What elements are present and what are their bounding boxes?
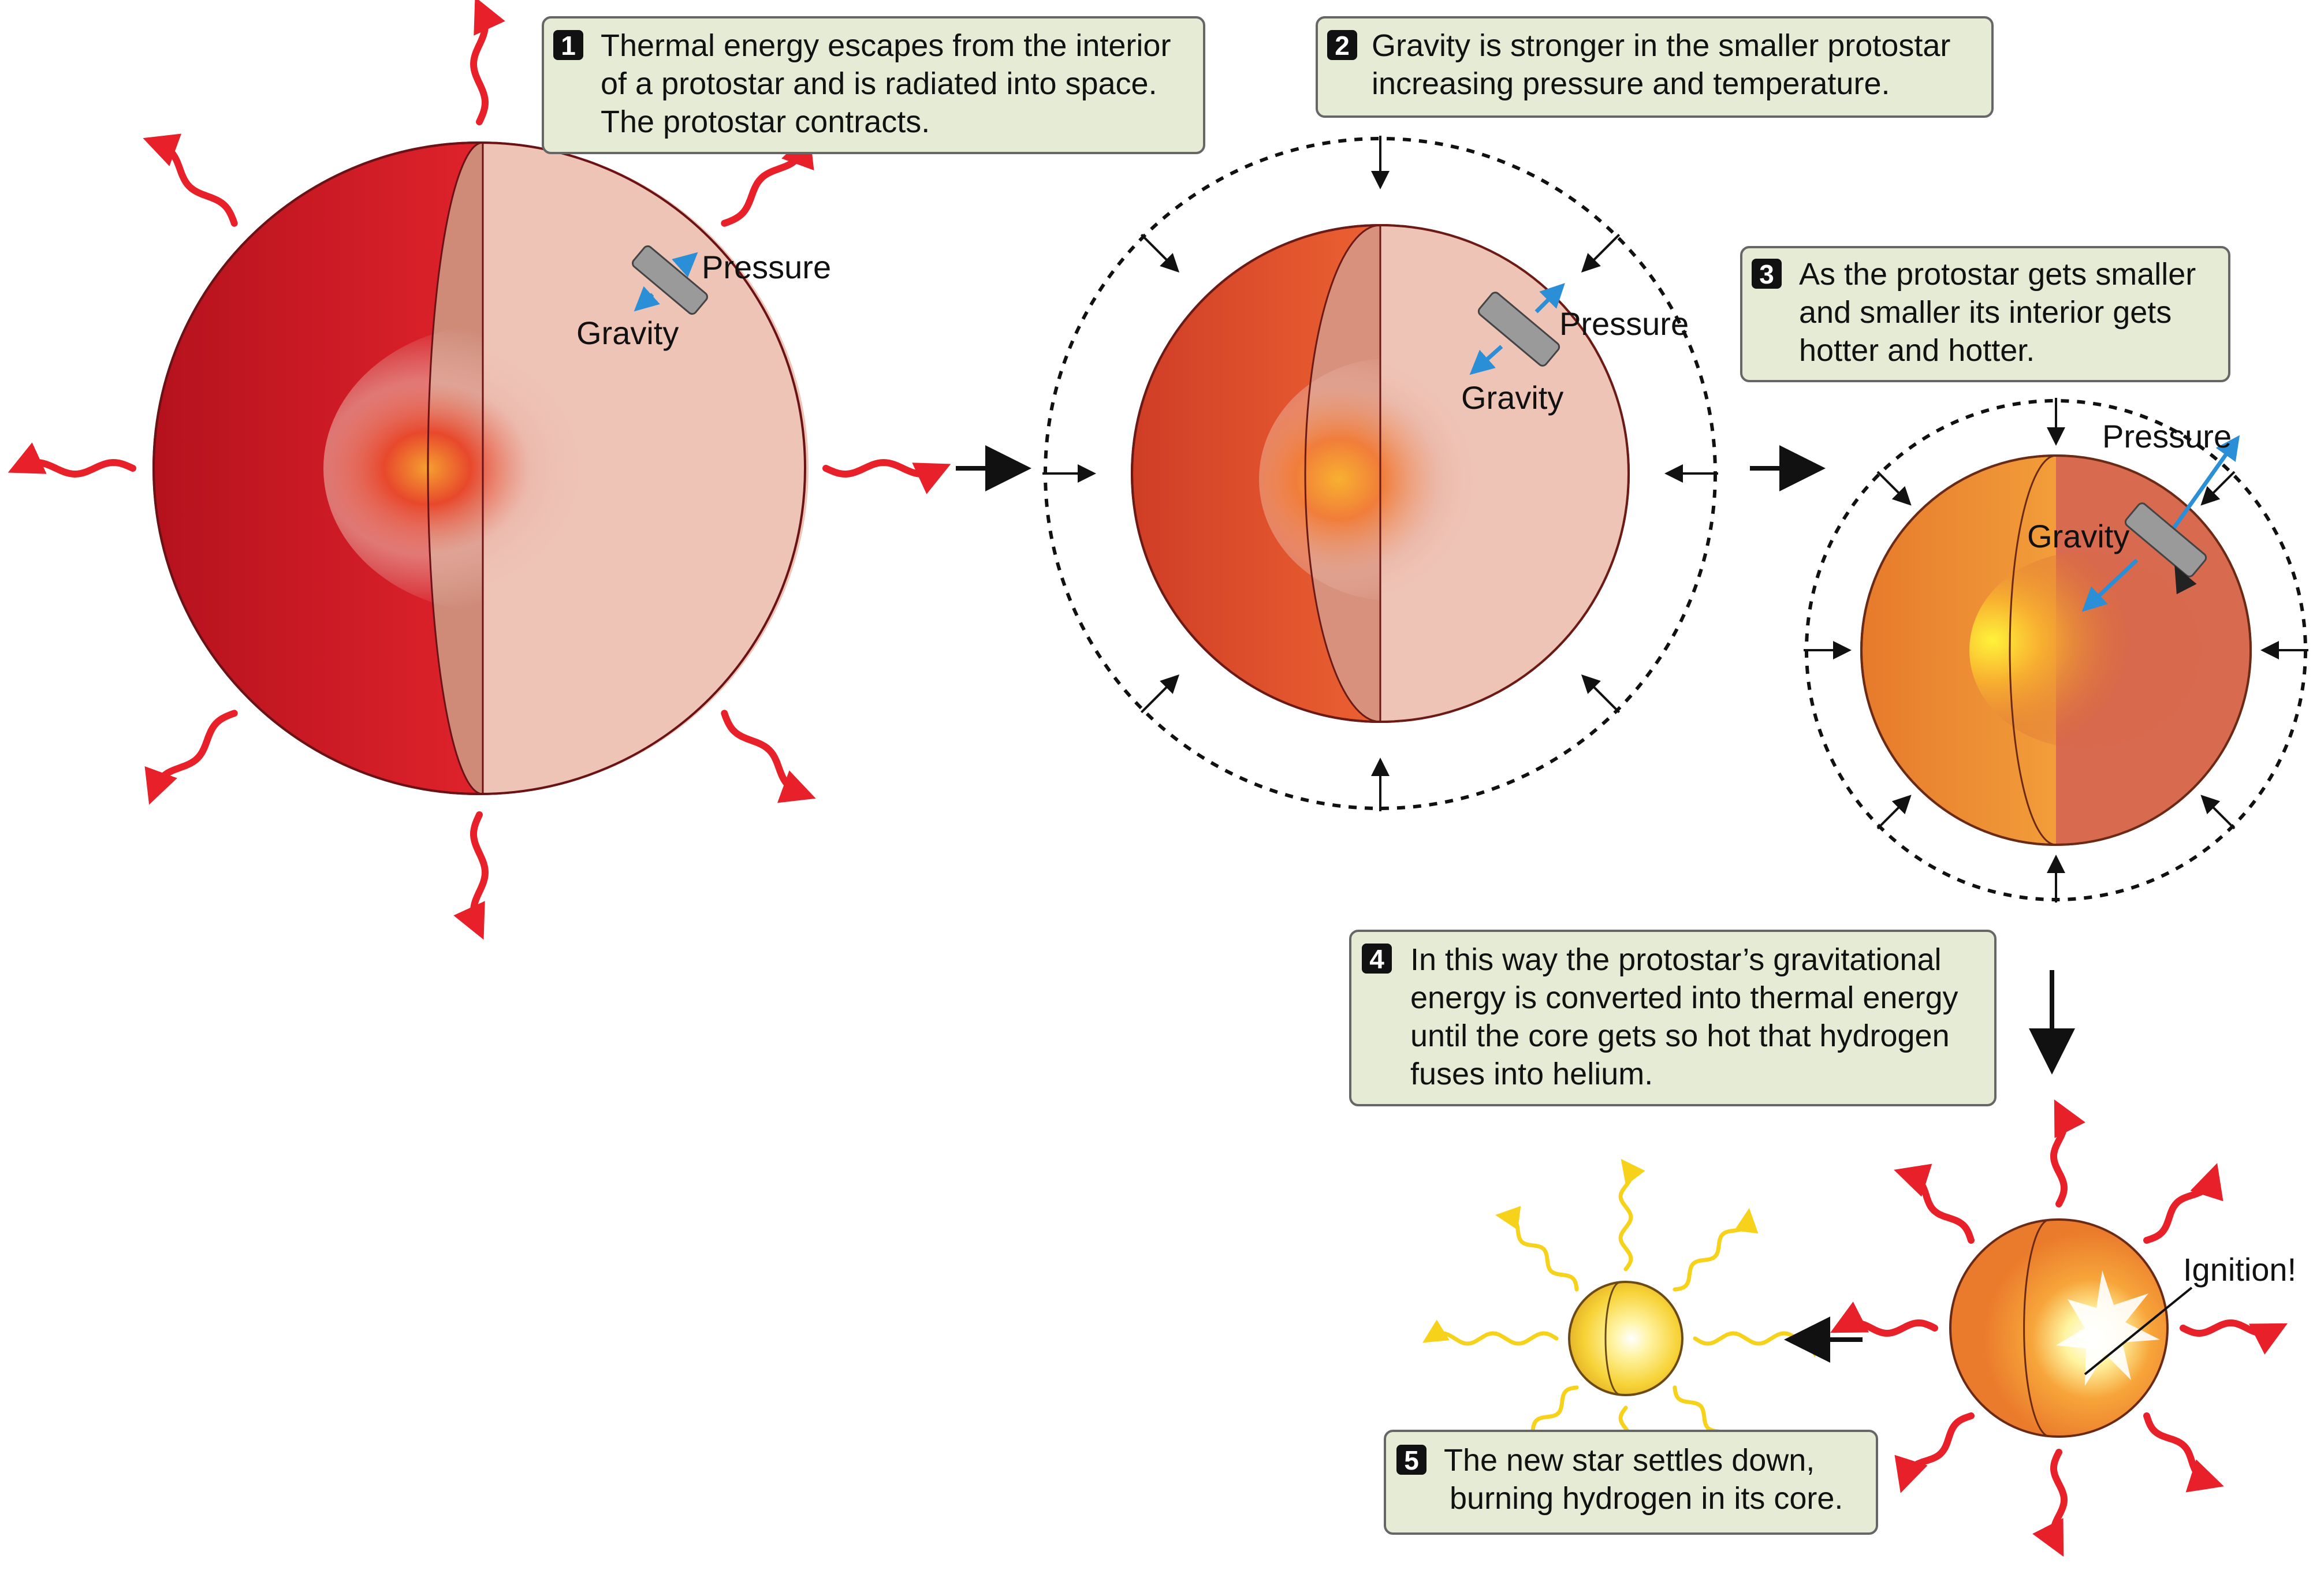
- step-4-line-1: In this way the protostar’s gravitationa…: [1410, 942, 1941, 977]
- inward-arrow: [1141, 234, 1176, 269]
- step-box-4: 4 In this way the protostar’s gravitatio…: [1350, 931, 1995, 1105]
- light-ray: [1429, 1333, 1556, 1344]
- gravity-label-1: Gravity: [576, 315, 679, 351]
- step-3-line-3: hotter and hotter.: [1799, 333, 2035, 368]
- step-number-1: 1: [561, 31, 576, 61]
- radiation-arrow: [2183, 1323, 2278, 1333]
- step-box-3: 3 As the protostar gets smaller and smal…: [1741, 247, 2229, 381]
- radiation-arrow: [17, 463, 133, 474]
- step-box-5: 5 The new star settles down, burning hyd…: [1385, 1431, 1877, 1534]
- gravity-label-3: Gravity: [2027, 518, 2129, 554]
- step-box-2: 2 Gravity is stronger in the smaller pro…: [1317, 17, 1992, 117]
- inward-arrow: [1878, 798, 1908, 829]
- light-ray: [1621, 1165, 1631, 1269]
- radiation-arrow: [724, 713, 806, 795]
- step-4-line-4: fuses into helium.: [1410, 1057, 1653, 1091]
- pressure-label-1: Pressure: [702, 249, 831, 285]
- step-4-line-2: energy is converted into thermal energy: [1410, 980, 1958, 1015]
- step-3-line-1: As the protostar gets smaller: [1799, 257, 2196, 292]
- radiation-arrow: [1839, 1323, 1935, 1333]
- step-number-2: 2: [1335, 31, 1350, 61]
- step-1-line-3: The protostar contracts.: [601, 105, 930, 139]
- inward-arrow: [1585, 234, 1619, 269]
- step-number-4: 4: [1369, 944, 1384, 974]
- radiation-arrow: [152, 713, 234, 795]
- step-box-1: 1 Thermal energy escapes from the interi…: [543, 17, 1204, 153]
- step-1-line-2: of a protostar and is radiated into spac…: [601, 66, 1157, 101]
- light-ray: [1675, 1216, 1748, 1289]
- gravity-label-2: Gravity: [1461, 379, 1563, 416]
- step-5-line-2: burning hydrogen in its core.: [1450, 1481, 1843, 1516]
- ignition-star: [1950, 1220, 2192, 1437]
- step-5-line-1: The new star settles down,: [1444, 1443, 1815, 1478]
- inward-arrow: [1585, 678, 1619, 713]
- inward-arrow: [1141, 678, 1176, 713]
- radiation-arrow: [2147, 1173, 2214, 1240]
- radiation-arrow: [2054, 1452, 2064, 1547]
- pressure-label-2: Pressure: [1559, 305, 1689, 342]
- step-2-line-1: Gravity is stronger in the smaller proto…: [1372, 28, 1950, 63]
- step-2-line-2: increasing pressure and temperature.: [1372, 66, 1890, 101]
- inward-arrow: [2204, 798, 2234, 829]
- ignition-label: Ignition!: [2183, 1251, 2296, 1288]
- radiation-arrow: [2147, 1416, 2214, 1483]
- radiation-arrow: [474, 6, 485, 122]
- pressure-arrow: [2172, 442, 2235, 531]
- step-number-3: 3: [1759, 259, 1774, 289]
- step-number-5: 5: [1404, 1445, 1419, 1475]
- radiation-arrow: [1904, 1416, 1971, 1483]
- inward-arrow: [1878, 472, 1908, 502]
- new-star: [1569, 1282, 1682, 1395]
- protostar-large: [154, 143, 809, 794]
- light-ray: [1503, 1216, 1577, 1289]
- radiation-arrow: [152, 141, 234, 223]
- step-3-line-2: and smaller its interior gets: [1799, 295, 2172, 330]
- radiation-arrow: [474, 815, 485, 930]
- step-4-line-3: until the core gets so hot that hydrogen: [1410, 1019, 1950, 1053]
- radiation-arrow: [1904, 1173, 1971, 1240]
- radiation-arrow: [826, 463, 941, 474]
- pressure-label-3: Pressure: [2102, 418, 2232, 454]
- step-1-line-1: Thermal energy escapes from the interior: [601, 28, 1171, 63]
- radiation-arrow: [2054, 1109, 2064, 1204]
